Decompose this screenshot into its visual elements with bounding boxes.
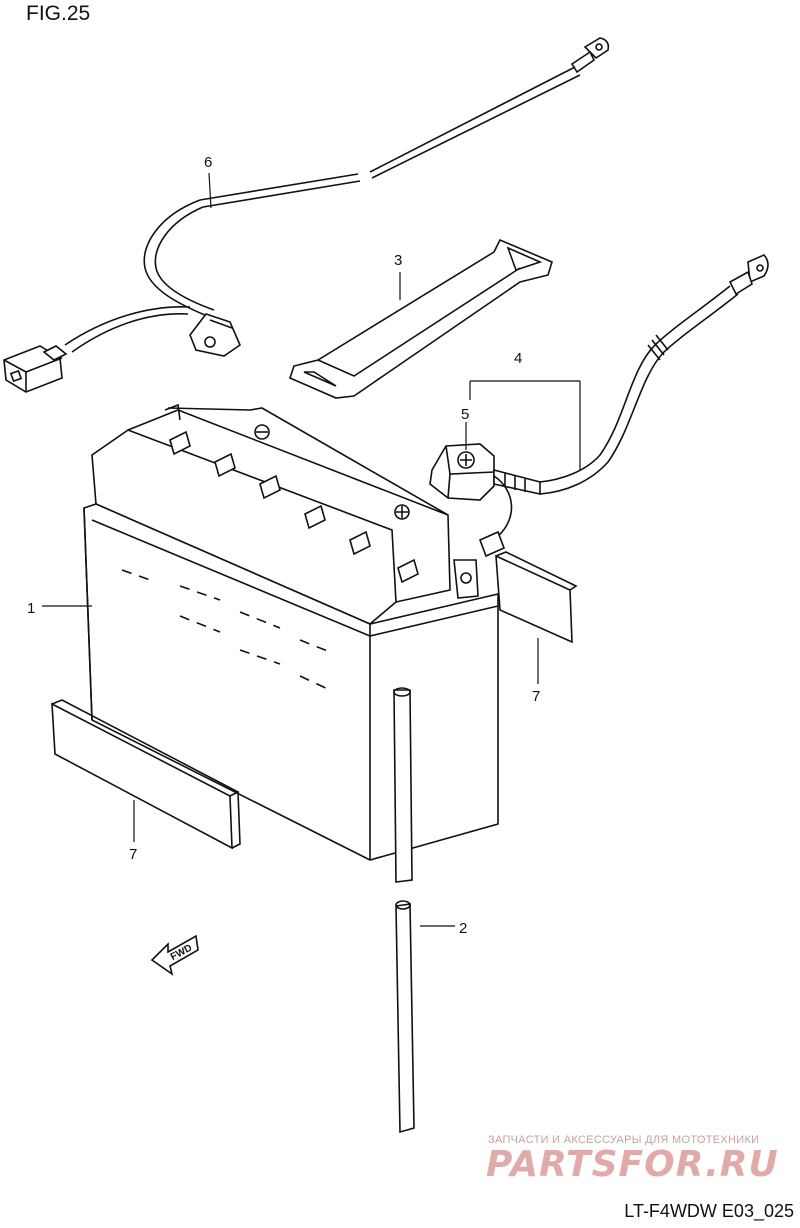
cushion-side [495, 551, 578, 644]
fwd-arrow-icon: FWD [150, 934, 199, 976]
callout-1: 1 [27, 600, 35, 617]
battery-band [289, 238, 553, 399]
watermark-subtitle: ЗАПЧАСТИ И АКСЕССУАРЫ ДЛЯ МОТОТЕХНИКИ [488, 1134, 760, 1146]
callout-3: 3 [394, 252, 402, 269]
callout-leaders [42, 172, 581, 927]
cushion-front [51, 699, 241, 850]
callout-2: 2 [459, 920, 467, 937]
callout-7-front: 7 [129, 846, 137, 863]
drawing-code: LT-F4WDW E03_025 [624, 1201, 794, 1221]
watermark-brand: PARTSFOR.RU [486, 1144, 779, 1185]
figure-title: FIG.25 [26, 2, 91, 25]
breather-hose [393, 687, 415, 1134]
callout-7-side: 7 [532, 688, 540, 705]
minus-lead-assy [429, 254, 769, 558]
callout-4: 4 [514, 350, 522, 367]
callout-6: 6 [204, 154, 212, 171]
starter-motor-lead [3, 37, 610, 393]
callout-5: 5 [461, 406, 469, 423]
